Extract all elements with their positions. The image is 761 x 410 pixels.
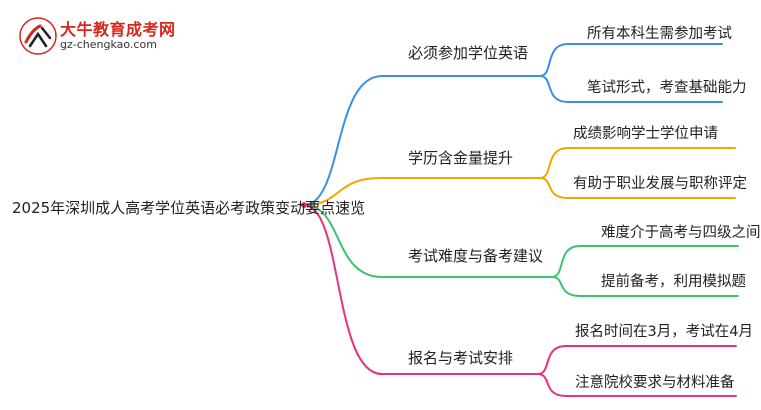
branch-3-connector [303, 204, 553, 278]
leaf-1-2-connector [539, 75, 723, 103]
leaf-3-2-connector [551, 276, 739, 297]
leaf-4-2-connector [537, 373, 737, 397]
leaf-4-1-connector [537, 345, 737, 375]
root-topic: 2025年深圳成人高考学位英语必考政策变动要点速览 [12, 199, 366, 217]
leaf-1-1-connector [539, 43, 723, 77]
branch-1-label: 必须参加学位英语 [408, 44, 529, 62]
leaf-2-1-connector [539, 147, 736, 179]
site-logo[interactable]: 大牛教育成考网 gz-chengkao.com [6, 14, 176, 60]
leaf-3-2: 提前备考，利用模拟题 [601, 274, 746, 290]
leaf-2-1: 成绩影响学士学位申请 [573, 126, 718, 142]
branch-1-connector [303, 75, 541, 206]
branch-2-connector [303, 177, 541, 206]
root-anchor-dot [301, 202, 307, 208]
branch-2-label: 学历含金量提升 [408, 149, 514, 167]
branch-3-label: 考试难度与备考建议 [408, 247, 544, 265]
logo-name: 大牛教育成考网 [60, 20, 176, 39]
leaf-2-2: 有助于职业发展与职称评定 [573, 176, 747, 192]
leaf-1-1: 所有本科生需参加考试 [587, 26, 732, 42]
leaf-3-1: 难度介于高考与四级之间 [601, 225, 761, 241]
branch-4-connector [303, 204, 539, 375]
leaf-4-1: 报名时间在3月，考试在4月 [575, 324, 753, 340]
leaf-1-2: 笔试形式，考查基础能力 [587, 80, 747, 96]
logo-url[interactable]: gz-chengkao.com [60, 38, 157, 51]
branch-4-label: 报名与考试安排 [408, 349, 514, 367]
logo-badge-icon [19, 17, 57, 55]
leaf-2-2-connector [539, 177, 736, 199]
leaf-3-1-connector [551, 245, 739, 278]
leaf-4-2: 注意院校要求与材料准备 [575, 375, 735, 391]
